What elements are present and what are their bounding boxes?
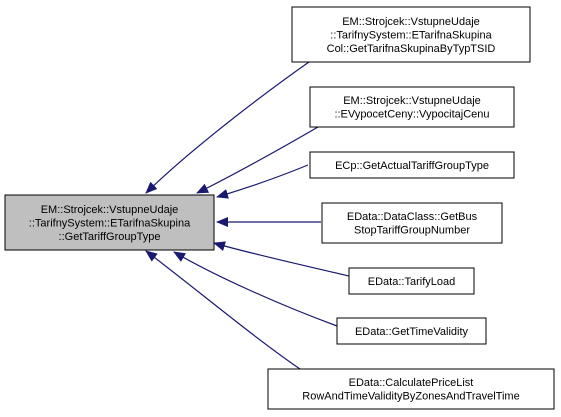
caller-node-tarify-load-label-line: EData::TarifyLoad — [368, 276, 455, 288]
focus-node-get-tariff-group-type[interactable]: EM::Strojcek::VstupneUdaje::TarifnySyste… — [4, 194, 215, 251]
caller-node-calculate-price-list-label-line: RowAndTimeValidityByZonesAndTravelTime — [302, 391, 519, 403]
call-graph-nodes: EM::Strojcek::VstupneUdaje::TarifnySyste… — [4, 6, 555, 410]
caller-node-get-tarifna-skupina-by-typ-tsid-label-line: EM::Strojcek::VstupneUdaje — [342, 16, 480, 28]
caller-node-get-time-validity[interactable]: EData::GetTimeValidity — [336, 317, 487, 345]
caller-node-tarify-load[interactable]: EData::TarifyLoad — [348, 267, 475, 295]
call-edge-tarify-load — [213, 241, 350, 277]
caller-node-get-tarifna-skupina-by-typ-tsid-box — [291, 6, 531, 63]
caller-node-get-bus-stop-tariff-group-number-label-line: EData::DataClass::GetBus — [347, 211, 478, 223]
focus-node-get-tariff-group-type-label-line: EM::Strojcek::VstupneUdaje — [41, 204, 179, 216]
focus-node-get-tariff-group-type-label-line: ::GetTariffGroupType — [59, 231, 161, 243]
caller-node-get-tarifna-skupina-by-typ-tsid-label-line: Col::GetTarifnaSkupinaByTypTSID — [327, 43, 496, 55]
caller-node-tarify-load-box — [348, 267, 475, 295]
caller-node-get-actual-tariff-group-type-label-line: ECp::GetActualTariffGroupType — [335, 160, 489, 172]
caller-node-vypocitaj-cenu[interactable]: EM::Strojcek::VstupneUdaje::EVypocetCeny… — [309, 86, 515, 128]
focus-node-get-tariff-group-type-box — [4, 194, 215, 251]
caller-node-calculate-price-list[interactable]: EData::CalculatePriceListRowAndTimeValid… — [267, 368, 555, 410]
caller-node-get-time-validity-box — [336, 317, 487, 345]
caller-node-vypocitaj-cenu-box — [309, 86, 515, 128]
call-edge-get-time-validity — [173, 251, 338, 327]
caller-node-calculate-price-list-label-line: EData::CalculatePriceList — [349, 377, 474, 389]
caller-node-calculate-price-list-box — [267, 368, 555, 410]
call-edge-get-actual-tariff-group-type — [216, 164, 309, 199]
caller-node-vypocitaj-cenu-label-line: EM::Strojcek::VstupneUdaje — [343, 95, 481, 107]
caller-node-get-actual-tariff-group-type-box — [309, 151, 515, 179]
focus-node-get-tariff-group-type-label-line: ::TarifnySystem::ETarifnaSkupina — [29, 217, 191, 229]
caller-node-get-tarifna-skupina-by-typ-tsid-label-line: ::TarifnySystem::ETarifnaSkupina — [330, 29, 492, 41]
caller-node-vypocitaj-cenu-label-line: ::EVypocetCeny::VypocitajCenu — [334, 109, 489, 121]
caller-node-get-actual-tariff-group-type[interactable]: ECp::GetActualTariffGroupType — [309, 151, 515, 179]
call-edge-vypocitaj-cenu — [196, 126, 319, 194]
call-edge-get-tarifna-skupina-by-typ-tsid — [145, 61, 310, 194]
caller-node-get-bus-stop-tariff-group-number-box — [321, 202, 503, 244]
caller-node-get-bus-stop-tariff-group-number-label-line: StopTariffGroupNumber — [354, 225, 470, 237]
call-edges — [145, 61, 350, 370]
call-edge-calculate-price-list — [145, 250, 301, 370]
caller-node-get-bus-stop-tariff-group-number[interactable]: EData::DataClass::GetBusStopTariffGroupN… — [321, 202, 503, 244]
caller-node-get-time-validity-label-line: EData::GetTimeValidity — [355, 326, 469, 338]
caller-node-get-tarifna-skupina-by-typ-tsid[interactable]: EM::Strojcek::VstupneUdaje::TarifnySyste… — [291, 6, 531, 63]
